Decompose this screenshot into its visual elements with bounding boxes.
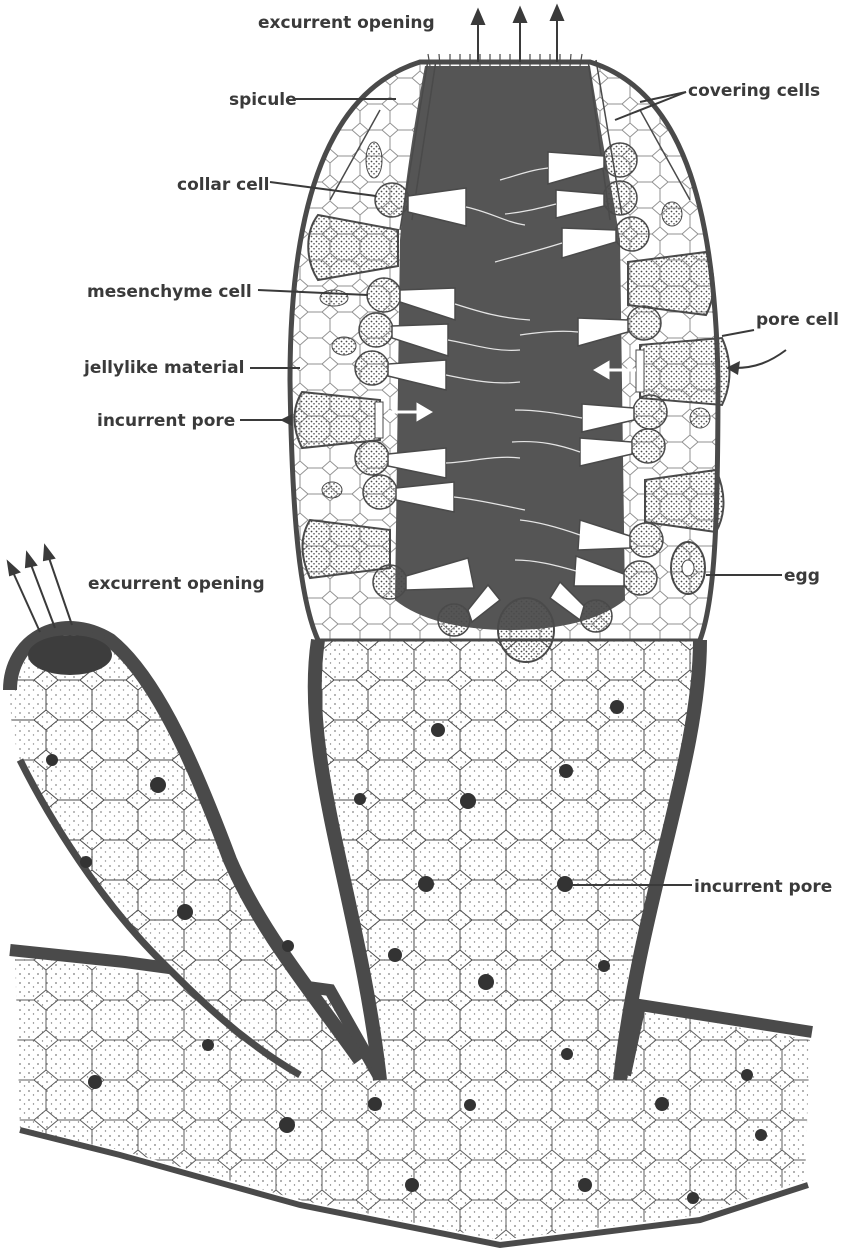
label-egg: egg [784,566,820,586]
label-excurrent-opening-top: excurrent opening [258,13,435,33]
cutaway-body [280,54,730,662]
label-incurrent-pore-left: incurrent pore [97,411,235,431]
label-jellylike-material: jellylike material [83,358,244,378]
top-excurrent-arrows [472,6,563,62]
left-osculum [28,635,112,675]
label-excurrent-opening-left: excurrent opening [88,574,265,594]
label-covering-cells: covering cells [688,81,820,101]
label-spicule: spicule [229,90,297,110]
label-pore-cell: pore cell [756,310,839,330]
incoming-current-arrow [735,350,786,368]
basal-cell [498,598,554,662]
label-collar-cell: collar cell [177,175,269,195]
label-mesenchyme-cell: mesenchyme cell [87,282,252,302]
left-excurrent-arrows [8,546,72,632]
label-incurrent-pore-right: incurrent pore [694,877,832,897]
